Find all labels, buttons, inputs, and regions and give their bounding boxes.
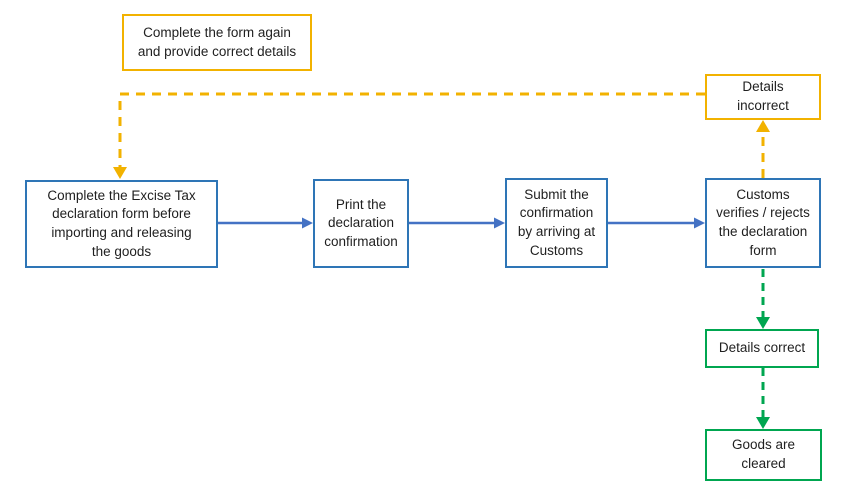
arrow-print-to-submit <box>409 217 505 229</box>
node-goods-cleared: Goods are cleared <box>705 429 822 481</box>
node-customs-verifies-rejects: Customs verifies / rejects the declarati… <box>705 178 821 268</box>
arrow-submit-to-customs <box>608 217 705 229</box>
arrow-customs-to-details-correct <box>756 269 770 329</box>
node-print-declaration-confirmation: Print the declaration confirmation <box>313 179 409 268</box>
node-details-correct: Details correct <box>705 329 819 368</box>
arrow-excise-to-print <box>218 217 313 229</box>
arrow-details-incorrect-to-excise <box>113 92 705 179</box>
node-details-incorrect: Details incorrect <box>705 74 821 120</box>
node-complete-excise-declaration: Complete the Excise Tax declaration form… <box>25 180 218 268</box>
node-submit-confirmation-customs: Submit the confirmation by arriving at C… <box>505 178 608 268</box>
arrow-details-correct-to-goods-cleared <box>756 368 770 429</box>
node-complete-form-again: Complete the form again and provide corr… <box>122 14 312 71</box>
arrow-customs-to-details-incorrect <box>756 120 770 178</box>
